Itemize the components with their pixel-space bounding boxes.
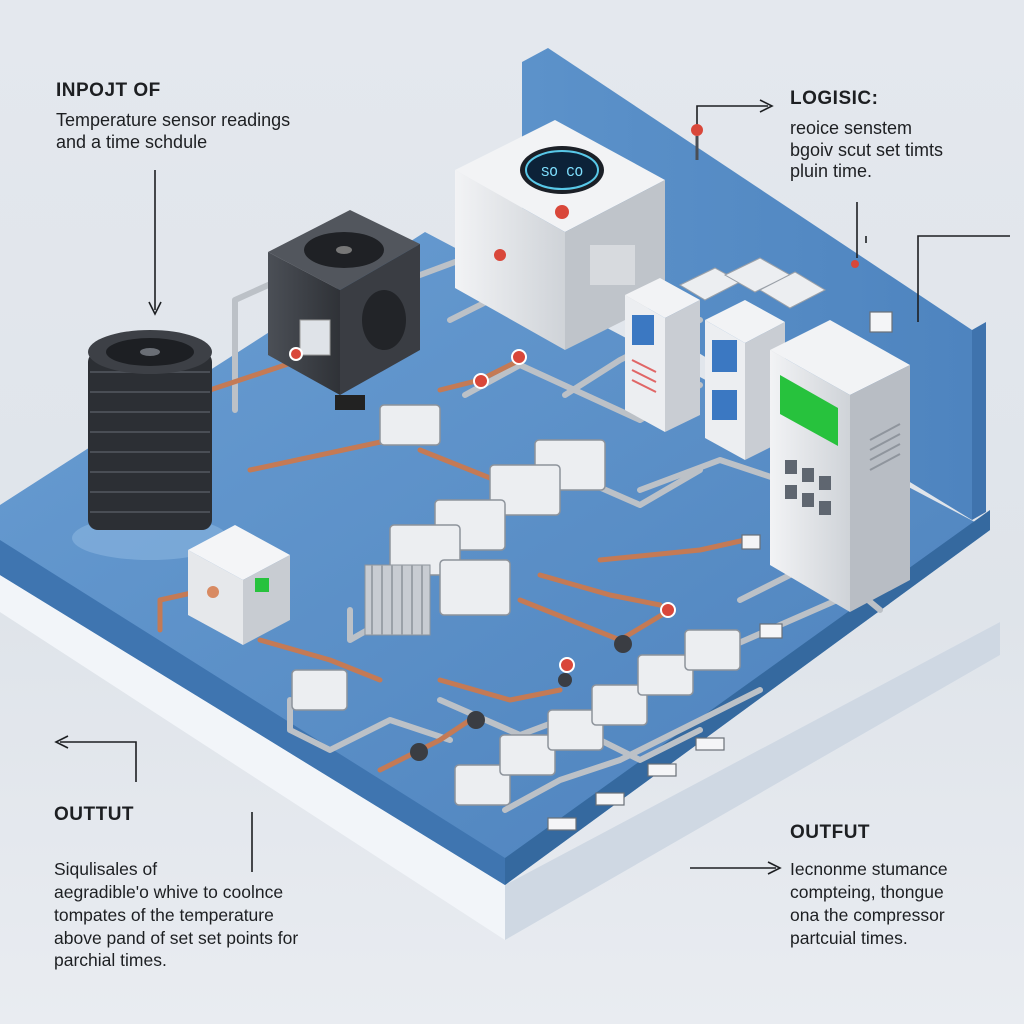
output-right-title: OUTFUT (790, 822, 871, 843)
valve-indicators (289, 347, 676, 673)
logic-callout: LOGISIC: reoice senstem bgoiv scut set t… (790, 88, 990, 182)
output-module-row (291, 629, 741, 806)
cylindrical-condenser (72, 330, 228, 560)
control-panel-cabinet (770, 320, 910, 612)
callout-pins (691, 124, 859, 268)
square-condenser-unit (268, 210, 420, 410)
terminal-blocks (547, 311, 893, 831)
wall-module-group (678, 257, 827, 309)
thermostat-display-text: SO CO (541, 165, 583, 181)
relay-module-row (379, 404, 606, 616)
output-left-text: Siqulisales of aegradible'o whive to coo… (54, 859, 299, 971)
rack-cabinet-left (625, 278, 700, 432)
heatsink-block (364, 564, 431, 636)
callout-leaders (54, 99, 1010, 875)
output-callout-left: OUTTUT Siqulisales of aegradible'o whive… (54, 804, 414, 972)
valve-knobs (410, 635, 632, 761)
output-left-title: OUTTUT (54, 804, 135, 825)
thermostat-controller: SO CO (455, 120, 665, 350)
sensor-box (188, 525, 290, 645)
logic-callout-text: reoice senstem bgoiv scut set timts plui… (790, 118, 944, 181)
logic-callout-title: LOGISIC: (790, 88, 879, 109)
input-callout-text: Temperature sensor readings and a time s… (56, 110, 291, 152)
output-right-text: Iecnonme stumance compteing, thongue ona… (790, 859, 948, 948)
output-callout-right: OUTFUT Iecnonme stumance compteing, thon… (790, 822, 1000, 949)
input-callout-title: INPOJT OF (56, 80, 161, 101)
controller-screen (780, 375, 838, 446)
input-callout: INPOJT OF Temperature sensor readings an… (56, 80, 356, 153)
